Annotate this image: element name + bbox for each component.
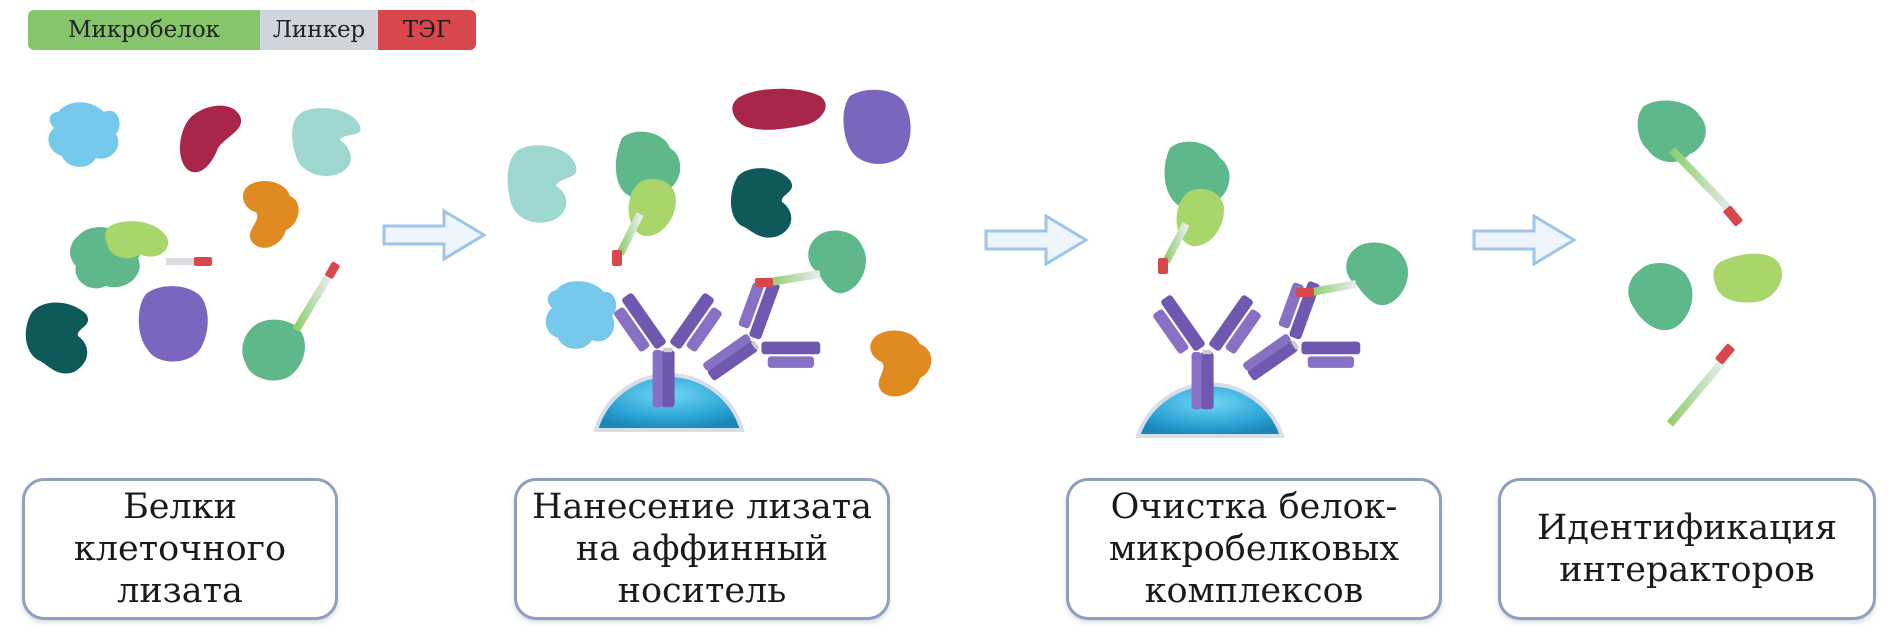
tag — [194, 257, 212, 266]
microprotein-bound — [105, 221, 169, 259]
protein-orange-2 — [870, 330, 932, 397]
linker-6 — [1311, 280, 1357, 296]
protein-mint-2 — [507, 145, 577, 223]
tag-2 — [325, 261, 340, 279]
linker-7 — [1669, 147, 1737, 217]
protein-green-bait-4 — [1637, 100, 1706, 163]
tag-6 — [1296, 288, 1314, 297]
tag-4 — [755, 278, 773, 287]
legend-tag: ТЭГ — [378, 10, 476, 50]
protein-orange — [242, 181, 299, 248]
linker-5 — [1162, 222, 1190, 264]
protein-purple-2 — [843, 89, 911, 164]
stage-box-1: Белки клеточного лизата — [22, 478, 338, 620]
protein-blue — [48, 102, 120, 167]
arrow-1 — [382, 209, 486, 261]
legend-linker: Линкер — [260, 10, 378, 50]
stage-4-identification — [1628, 100, 1783, 427]
protein-crimson-2 — [732, 88, 826, 130]
stage-box-3: Очистка белок- микробелковых комплексов — [1066, 478, 1442, 620]
stage-label-2: Нанесение лизата на аффинный носитель — [532, 487, 872, 611]
linker-3 — [616, 212, 644, 256]
tag-3 — [612, 250, 622, 266]
protein-green-3 — [808, 230, 867, 294]
tag-5 — [1158, 258, 1168, 274]
stage-label-3: Очистка белок- микробелковых комплексов — [1108, 487, 1400, 611]
linker-2 — [292, 271, 334, 333]
protein-green-5 — [1628, 263, 1693, 331]
stage-label-1: Белки клеточного лизата — [73, 487, 287, 611]
arrow-3 — [1472, 214, 1576, 266]
linker — [166, 258, 194, 265]
stage-label-4: Идентификация интеракторов — [1536, 508, 1838, 590]
stage-box-2: Нанесение лизата на аффинный носитель — [514, 478, 890, 620]
linker-4 — [769, 270, 821, 286]
legend: Микробелок Линкер ТЭГ — [28, 10, 476, 50]
protein-dark-teal-2 — [730, 168, 793, 238]
stage-2-affinity — [507, 88, 932, 432]
legend-microprotein: Микробелок — [28, 10, 260, 50]
protein-mint — [292, 108, 361, 177]
protein-purple — [138, 286, 208, 362]
stage-3-purification — [1135, 141, 1409, 438]
workflow-illustration — [25, 88, 1783, 438]
protein-green-2 — [242, 319, 305, 381]
tag-8 — [1715, 343, 1735, 365]
microprotein-4 — [1713, 253, 1783, 303]
protein-crimson — [179, 105, 242, 173]
arrow-2 — [984, 214, 1088, 266]
linker-8 — [1666, 357, 1728, 427]
stage-1-proteins — [25, 102, 361, 381]
protein-green-4 — [1346, 242, 1409, 306]
stage-box-4: Идентификация интеракторов — [1498, 478, 1876, 620]
protein-blue-2 — [545, 281, 617, 349]
tag-7 — [1723, 205, 1743, 227]
protein-dark-teal — [25, 302, 89, 374]
microprotein-3 — [1176, 188, 1224, 247]
